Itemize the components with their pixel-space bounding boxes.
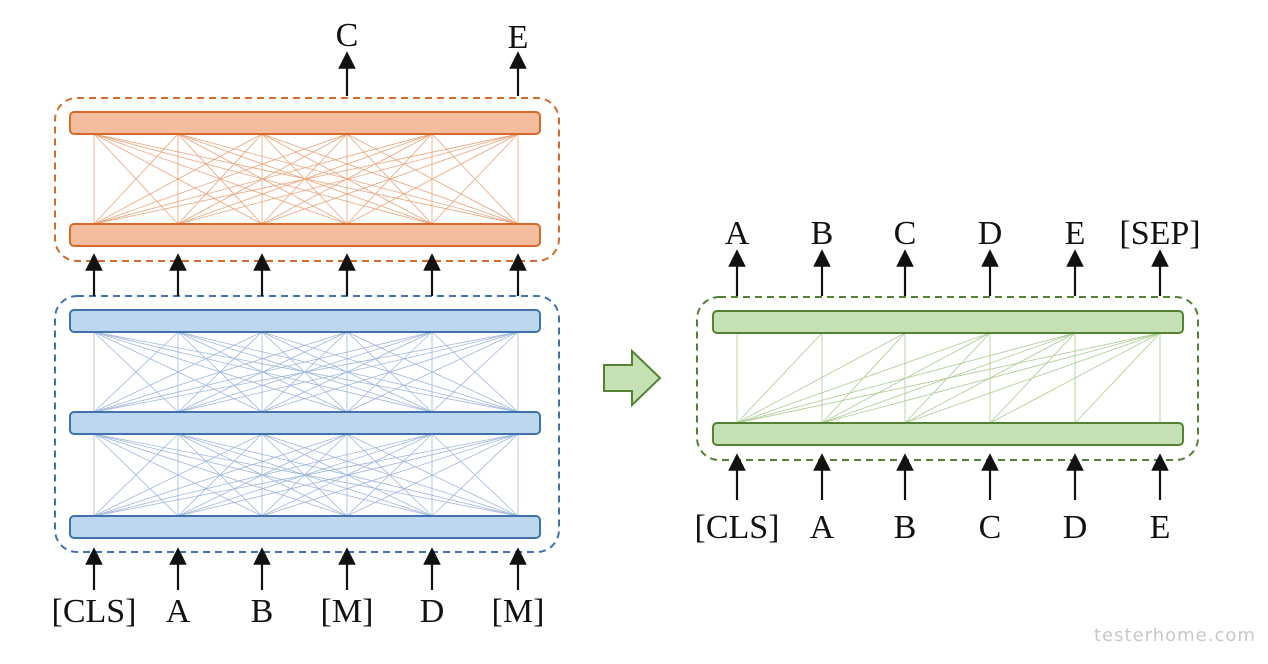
- left-input-token: [M]: [321, 593, 374, 630]
- attention-line: [1074, 332, 1161, 424]
- attention-line: [431, 331, 519, 413]
- attention-line: [93, 133, 348, 225]
- attention-line: [736, 332, 1161, 424]
- right-input-token: E: [1150, 509, 1171, 546]
- left-input-token: [CLS]: [52, 593, 137, 630]
- attention-line: [177, 331, 519, 413]
- attention-line: [177, 433, 519, 517]
- left-decoder-top-bar: [69, 111, 541, 135]
- attention-line: [93, 433, 263, 517]
- left-encoder-block: [54, 295, 560, 553]
- right-model-top-bar: [712, 310, 1184, 334]
- attention-line: [93, 133, 433, 225]
- right-input-token: D: [1063, 509, 1088, 546]
- attention-line: [93, 433, 433, 517]
- attention-line: [431, 133, 519, 225]
- left-input-token: [M]: [492, 593, 545, 630]
- right-input-token: [CLS]: [695, 509, 780, 546]
- attention-line: [261, 433, 519, 517]
- attention-line: [346, 433, 519, 517]
- attention-line: [431, 433, 519, 517]
- right-output-token: E: [1065, 215, 1086, 252]
- right-causal-attention-lines: [736, 332, 1161, 424]
- attention-line: [736, 332, 991, 424]
- attention-line: [261, 331, 519, 413]
- left-input-token: B: [251, 593, 274, 630]
- attention-line: [261, 133, 519, 225]
- right-model-frame: [696, 296, 1199, 461]
- attention-line: [346, 331, 519, 413]
- attention-line: [93, 331, 519, 413]
- left-input-token: D: [420, 593, 445, 630]
- attention-line: [93, 331, 433, 413]
- left-encoder-top-bar: [69, 309, 541, 333]
- left-output-token: C: [336, 17, 359, 54]
- attention-line: [93, 331, 348, 413]
- right-input-token: C: [979, 509, 1002, 546]
- attention-line: [736, 332, 823, 424]
- right-output-token: B: [811, 215, 834, 252]
- left-encoder-frame: [54, 295, 560, 553]
- right-output-token: C: [894, 215, 917, 252]
- attention-line: [93, 331, 263, 413]
- right-token-labels: [CLS] A B C D E A B C D E [SEP]: [695, 215, 1201, 546]
- left-encoder-bottom-bar: [69, 515, 541, 539]
- right-model-block: [696, 296, 1199, 461]
- attention-line: [736, 332, 906, 424]
- left-decoder-bottom-bar: [69, 223, 541, 247]
- left-output-token: E: [508, 19, 529, 56]
- right-model-bottom-bar: [712, 422, 1184, 446]
- watermark: testerhome.com: [1094, 625, 1256, 646]
- right-arrows: [728, 249, 1169, 500]
- attention-line: [93, 133, 179, 225]
- attention-line: [346, 133, 519, 225]
- right-output-token: A: [725, 215, 750, 252]
- left-encoder-attention-lines: [93, 331, 519, 517]
- attention-line: [821, 332, 1161, 424]
- attention-line: [736, 332, 1076, 424]
- left-decoder-attention-lines: [93, 133, 519, 225]
- attention-line: [904, 332, 1161, 424]
- attention-line: [93, 133, 263, 225]
- right-input-token: A: [810, 509, 835, 546]
- left-arrows: [85, 51, 527, 590]
- left-encoder-middle-bar: [69, 411, 541, 435]
- attention-line: [93, 433, 519, 517]
- attention-line: [93, 433, 348, 517]
- attention-line: [989, 332, 1161, 424]
- right-arrow-icon: [603, 348, 662, 408]
- right-output-token: D: [978, 215, 1003, 252]
- left-decoder-frame: [54, 97, 560, 262]
- left-token-labels: [CLS] A B [M] D [M] C E: [52, 17, 545, 630]
- attention-line: [93, 133, 519, 225]
- left-decoder-block: [54, 97, 560, 262]
- attention-line: [93, 331, 179, 413]
- left-input-token: A: [166, 593, 191, 630]
- right-output-token: [SEP]: [1119, 215, 1200, 252]
- attention-line: [177, 133, 519, 225]
- attention-line: [93, 433, 179, 517]
- right-input-token: B: [894, 509, 917, 546]
